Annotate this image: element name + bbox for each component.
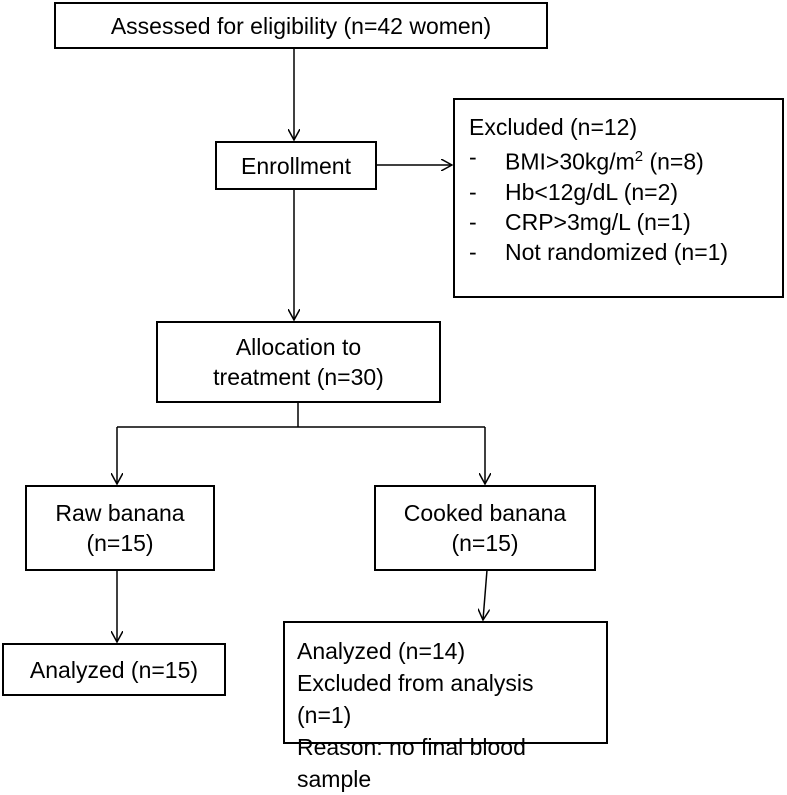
cooked-banana-box: Cooked banana (n=15) — [374, 485, 596, 571]
cooked-analyzed-line1: Analyzed (n=14) — [297, 638, 466, 664]
allocation-box: Allocation to treatment (n=30) — [156, 321, 441, 403]
bmi-superscript: 2 — [634, 148, 644, 165]
excluded-item: - BMI>30kg/m2 (n=8) — [469, 142, 768, 177]
raw-line1: Raw banana — [55, 500, 185, 526]
bmi-count: (n=8) — [643, 148, 704, 175]
bullet: - — [469, 144, 477, 170]
excluded-item: - Hb<12g/dL (n=2) — [469, 177, 768, 207]
cooked-analyzed-box: Analyzed (n=14) Excluded from analysis (… — [283, 621, 608, 792]
enrollment-label: Enrollment — [241, 152, 351, 179]
raw-line2: (n=15) — [86, 530, 154, 556]
cooked-line1: Cooked banana — [403, 500, 567, 526]
excluded-item-text: Hb<12g/dL (n=2) — [505, 178, 679, 205]
cooked-analyzed-line3: Reason: no final blood sample — [297, 734, 526, 792]
bullet: - — [469, 178, 477, 205]
arrow-cooked-to-analyzed — [483, 569, 487, 620]
enrollment-box: Enrollment — [215, 141, 377, 190]
excluded-item: - Not randomized (n=1) — [469, 237, 768, 267]
bullet: - — [469, 208, 477, 235]
allocation-line1: Allocation to — [235, 334, 362, 360]
raw-banana-box: Raw banana (n=15) — [25, 485, 215, 571]
assessed-label: Assessed for eligibility (n=42 women) — [110, 12, 492, 39]
excluded-item: - CRP>3mg/L (n=1) — [469, 207, 768, 237]
excluded-item-text: BMI>30kg/m2 (n=8) — [505, 142, 704, 177]
assessed-box: Assessed for eligibility (n=42 women) — [54, 2, 548, 49]
connector-arrows — [0, 48, 787, 746]
raw-analyzed-box: Analyzed (n=15) — [2, 643, 226, 696]
bmi-text: BMI>30kg/m — [505, 148, 635, 175]
excluded-title: Excluded (n=12) — [469, 114, 638, 140]
bullet: - — [469, 238, 477, 265]
excluded-item-text: CRP>3mg/L (n=1) — [505, 208, 691, 235]
cooked-analyzed-line2: Excluded from analysis (n=1) — [297, 670, 534, 728]
cooked-line2: (n=15) — [451, 530, 519, 556]
raw-analyzed-label: Analyzed (n=15) — [29, 656, 199, 683]
allocation-line2: treatment (n=30) — [213, 364, 384, 390]
excluded-item-text: Not randomized (n=1) — [505, 238, 729, 265]
excluded-box: Excluded (n=12) - BMI>30kg/m2 (n=8) - Hb… — [453, 98, 784, 298]
